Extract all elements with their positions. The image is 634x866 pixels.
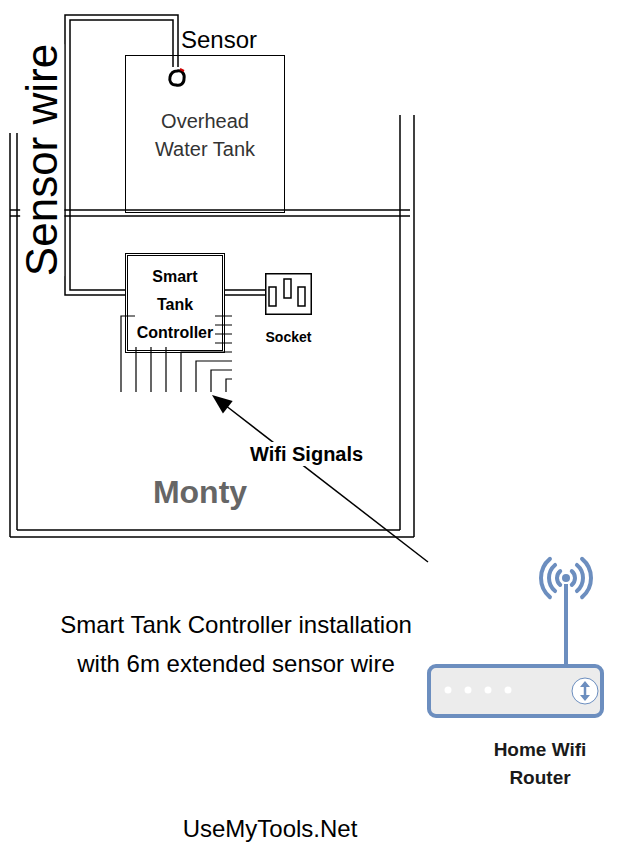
status-light: [445, 687, 452, 694]
signal-wave: [557, 571, 560, 585]
connector-label: Sensor wire: [20, 44, 64, 276]
watermark: UseMyTools.Net: [120, 814, 420, 844]
power-cable: [225, 289, 265, 291]
button-arrow-head: [580, 681, 590, 701]
arrow-head: [212, 395, 233, 414]
controller-label: Smart Tank Controller: [135, 263, 215, 347]
sensor-symbol: [165, 67, 189, 91]
wall-line: [10, 536, 414, 538]
signal-wave: [541, 559, 550, 597]
smart-tank-controller: Smart Tank Controller: [118, 253, 235, 395]
signal-line: [226, 379, 232, 392]
wall-line: [413, 115, 415, 537]
wall-line: [17, 529, 400, 531]
connector-label: Wifi Signals: [248, 442, 365, 466]
router-button: [572, 678, 598, 704]
status-light: [505, 687, 512, 694]
signal-wave: [582, 559, 591, 597]
socket-label: Socket: [255, 328, 322, 346]
status-light: [465, 687, 472, 694]
router-icon: [425, 550, 607, 720]
wall-line: [10, 209, 410, 211]
signal-line: [211, 370, 232, 392]
connector: [225, 290, 265, 295]
router-label: Home Wifi Router: [480, 736, 600, 792]
socket-slot: [269, 287, 276, 306]
sensor-dot: [180, 69, 184, 71]
water-tank-box: Overhead Water Tank Sensor: [125, 55, 285, 213]
socket-plate: [266, 274, 312, 315]
antenna: [564, 584, 568, 666]
building-region: Monty Overhead Water Tank SensorSmart Tank…: [0, 0, 430, 545]
water-level-sensor: Sensor: [165, 67, 189, 91]
building-name: Monty: [100, 472, 300, 512]
status-light: [485, 687, 492, 694]
socket-slot: [284, 279, 291, 298]
sensor-label: Sensor: [181, 26, 257, 54]
wall-line: [9, 133, 11, 537]
tank-label: Overhead Water Tank: [145, 107, 265, 163]
power-cable: [225, 294, 265, 296]
router-body: [429, 666, 602, 716]
socket-slot: [298, 287, 305, 306]
antenna-tip: [562, 574, 570, 582]
signal-line: [196, 361, 232, 392]
wall-line: [16, 133, 18, 530]
sensor-ring: [170, 71, 184, 85]
signal-line: [181, 352, 232, 392]
socket-symbol: [265, 273, 312, 315]
signal-wave: [577, 565, 583, 591]
wifi-router: Home Wifi Router: [425, 550, 607, 720]
signal-wave: [572, 571, 575, 585]
signal-line: [166, 343, 232, 392]
wall-line: [399, 115, 401, 530]
wall-line: [10, 215, 410, 217]
power-socket: Socket: [265, 273, 312, 315]
wifi-arrow: [226, 406, 428, 562]
caption: Smart Tank Controller installation with …: [51, 605, 421, 683]
